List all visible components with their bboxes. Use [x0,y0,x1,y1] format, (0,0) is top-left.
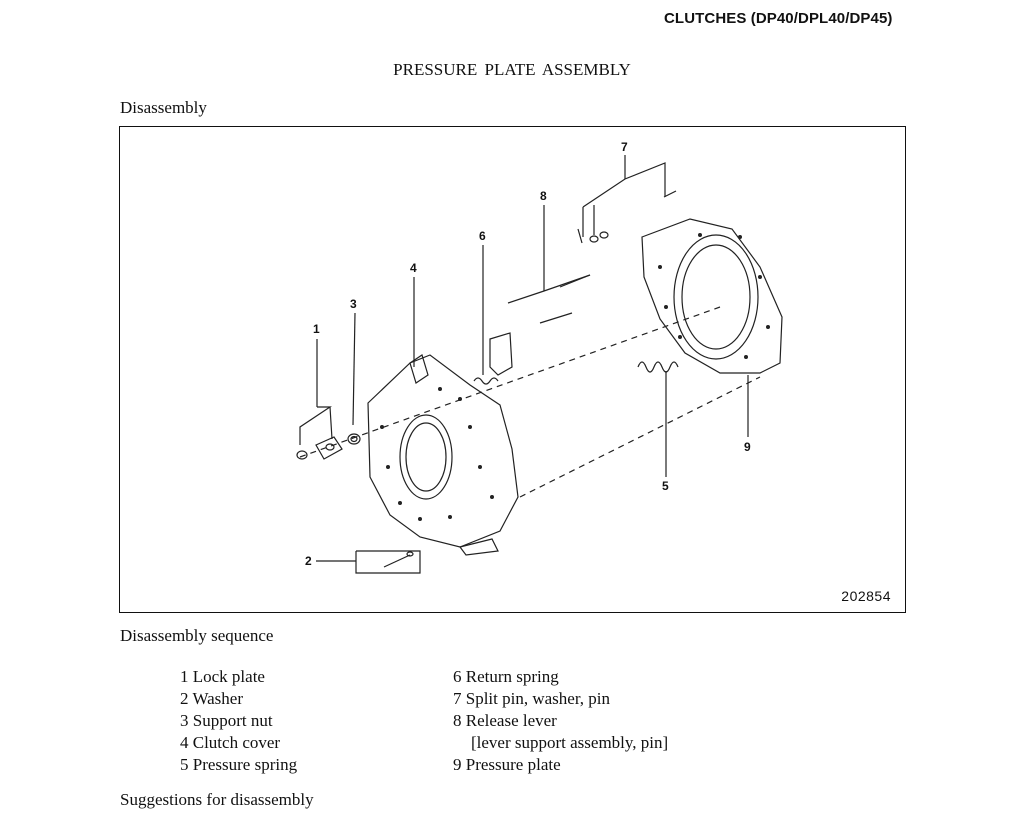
section-heading-sequence: Disassembly sequence [120,626,274,645]
section-heading-suggestions: Suggestions for disassembly [120,790,314,809]
clutch-exploded-drawing [296,155,783,574]
list-item: 1 Lock plate [180,667,265,686]
list-item: 4 Clutch cover [180,733,281,752]
callout-3: 3 [350,297,357,311]
list-item: 7 Split pin, washer, pin [453,689,611,708]
page-title: PRESSURE PLATE ASSEMBLY [393,60,631,79]
pressure-plate-outline [641,218,783,374]
list-item: 6 Return spring [453,667,559,686]
leader-line-3 [352,312,356,426]
callout-8: 8 [540,189,547,203]
exploded-view-figure: 1 2 3 4 5 6 7 8 9 202854 [119,126,906,613]
list-item: 5 Pressure spring [180,755,298,774]
figure-number: 202854 [841,588,891,604]
list-item: 3 Support nut [180,711,273,730]
sequence-list-left: 1 Lock plate 2 Washer 3 Support nut 4 Cl… [180,666,297,776]
leader-bracket-1 [299,406,332,445]
section-heading-disassembly: Disassembly [120,98,207,117]
callout-7: 7 [621,140,628,154]
list-item: 9 Pressure plate [453,755,561,774]
clutch-cover-outline [367,354,519,548]
sequence-list-right: 6 Return spring 7 Split pin, washer, pin… [453,666,668,776]
callout-2: 2 [305,554,312,568]
callout-1: 1 [313,322,320,336]
list-item-continuation: [lever support assembly, pin] [471,733,669,752]
callout-4: 4 [410,261,417,275]
page-header: CLUTCHES (DP40/DPL40/DP45) [664,10,893,27]
callout-6: 6 [479,229,486,243]
list-item: 2 Washer [180,689,243,708]
callout-5: 5 [662,479,669,493]
callout-9: 9 [744,440,751,454]
list-item: 8 Release lever [453,711,557,730]
